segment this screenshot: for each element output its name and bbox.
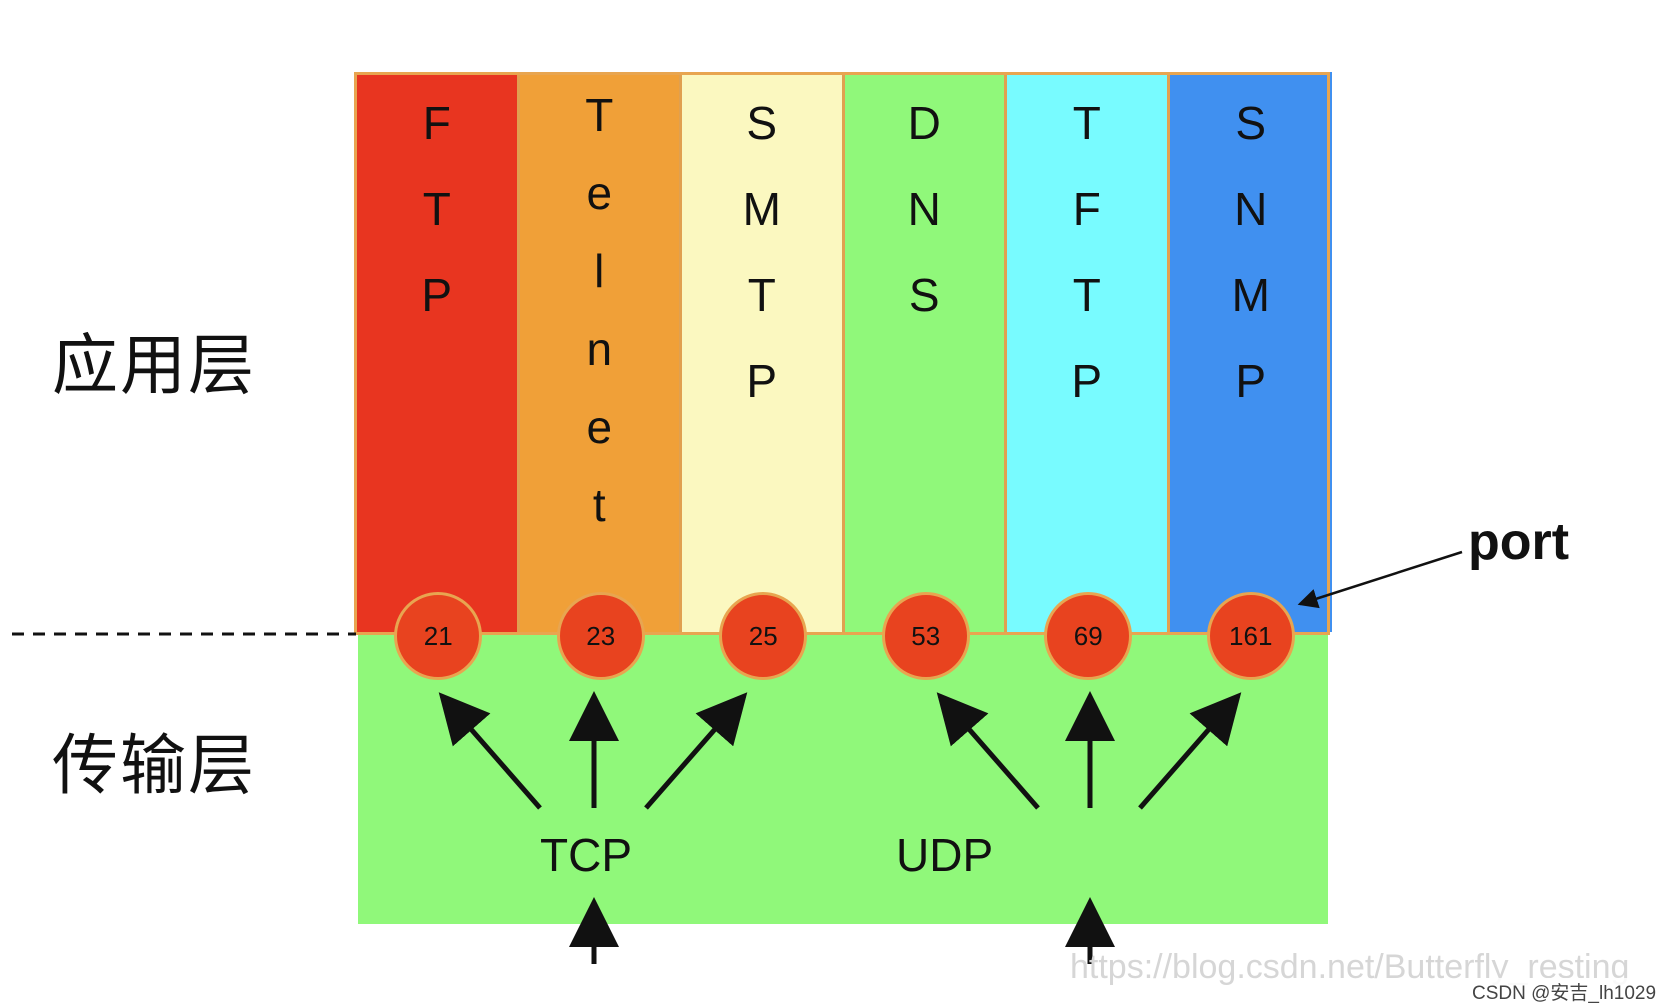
tcp-arrow-to-25: [644, 692, 748, 810]
protocol-letter: N: [907, 183, 941, 235]
protocol-letter: P: [1071, 355, 1103, 407]
protocol-letter: P: [421, 269, 453, 321]
protocol-letter: t: [592, 479, 606, 531]
protocol-letter: T: [747, 269, 776, 321]
port-circle-69: 69: [1044, 592, 1133, 680]
tcp-arrow-to-21: [438, 692, 542, 810]
port-circle-21: 21: [394, 592, 483, 680]
protocol-letter: S: [908, 269, 940, 321]
protocol-letter: e: [586, 167, 613, 219]
protocol-letter: S: [746, 97, 778, 149]
protocol-letter: N: [1234, 183, 1268, 235]
port-circle-161: 161: [1206, 592, 1295, 680]
protocol-letter: l: [594, 245, 605, 297]
udp-arrow-to-53: [936, 692, 1040, 810]
protocol-letter: e: [586, 401, 613, 453]
protocol-letter: F: [422, 97, 451, 149]
application-layer-label: 应用层: [52, 327, 256, 404]
protocol-letter: T: [1072, 269, 1101, 321]
credit-text: CSDN @安吉_lh1029: [1472, 978, 1657, 1005]
port-circle-23: 23: [556, 592, 645, 680]
port-pointer-arrow: [1297, 550, 1463, 609]
protocol-letter: T: [1072, 97, 1101, 149]
protocol-letter: F: [1072, 183, 1101, 235]
protocol-letter: M: [742, 183, 781, 235]
port-circle-53: 53: [881, 592, 970, 680]
protocol-letter: P: [1235, 355, 1267, 407]
protocol-letter: D: [907, 97, 941, 149]
port-label: port: [1468, 513, 1570, 571]
protocol-letter: n: [586, 323, 613, 375]
protocol-letter: S: [1235, 97, 1267, 149]
protocol-letter: T: [422, 183, 451, 235]
transport-layer-label: 传输层: [52, 727, 256, 804]
port-circle-25: 25: [719, 592, 808, 680]
tcp-label: TCP: [540, 829, 632, 881]
protocol-letter: T: [585, 89, 614, 141]
udp-arrow-to-161: [1138, 692, 1242, 810]
application-layer-frame: [354, 72, 1330, 635]
protocol-letter: M: [1231, 269, 1270, 321]
udp-label: UDP: [896, 829, 994, 881]
protocol-letter: P: [746, 355, 778, 407]
